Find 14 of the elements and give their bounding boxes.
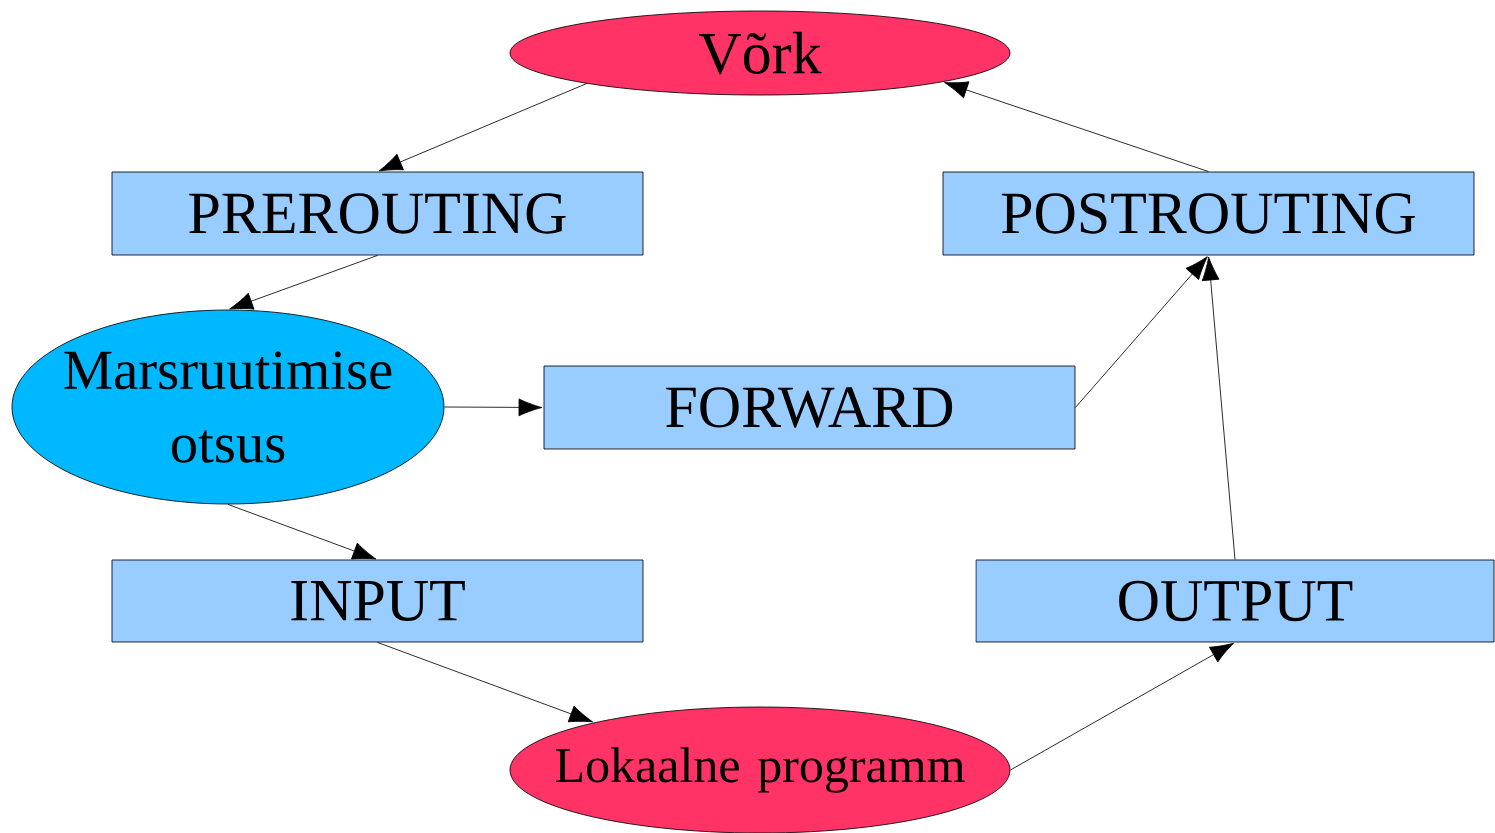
- chain-box: PREROUTING: [111, 171, 644, 256]
- arrow: [1010, 642, 1234, 771]
- arrow: [229, 255, 378, 310]
- arrow: [227, 504, 377, 560]
- chain-box: OUTPUT: [975, 559, 1495, 643]
- arrow: [378, 83, 587, 172]
- arrow: [377, 642, 593, 723]
- arrow: [444, 398, 543, 417]
- arrow: [944, 81, 1209, 172]
- arrow: [1201, 256, 1236, 560]
- arrow: [1075, 256, 1208, 408]
- chain-box: POSTROUTING: [942, 171, 1475, 256]
- chain-box: INPUT: [111, 559, 644, 643]
- chain-box: FORWARD: [543, 365, 1076, 450]
